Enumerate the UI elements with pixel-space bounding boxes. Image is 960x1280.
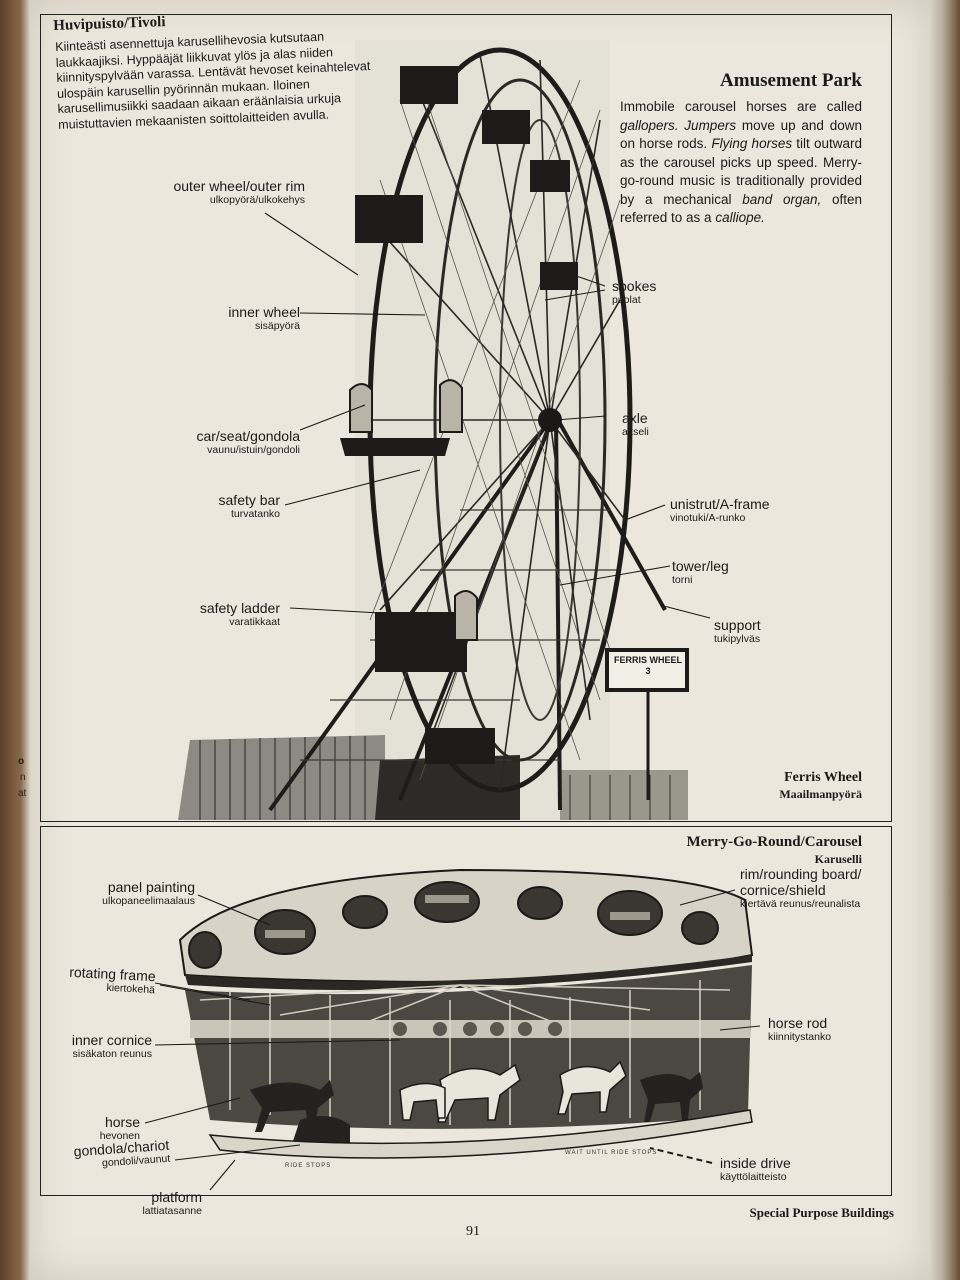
label-fi: varatikkaat [229, 616, 280, 628]
label-en: safety ladder [199, 600, 280, 616]
english-heading: Amusement Park [720, 70, 862, 91]
label-fi: hevonen [99, 1130, 140, 1142]
label-axle: axle akseli [622, 410, 649, 438]
label-horse-rod: horse rod kiinnitystanko [768, 1015, 831, 1043]
ferris-wheel-caption: Ferris Wheel Maailmanpyörä [779, 770, 862, 802]
label-horse: horse hevonen [100, 1114, 140, 1142]
label-car-seat-gondola: car/seat/gondola vaunu/istuin/gondoli [196, 428, 300, 456]
label-rotating-frame: rotating frame kiertokehä [68, 964, 156, 996]
sign-line-1: FERRIS WHEEL [613, 655, 682, 665]
label-safety-ladder: safety ladder varatikkaat [200, 600, 280, 628]
paragraph-text: Immobile carousel horses are called [620, 99, 862, 114]
label-fi: puolat [612, 294, 641, 306]
label-safety-bar: safety bar turvatanko [219, 492, 280, 520]
label-en: inner cornice [71, 1032, 152, 1048]
label-en: horse rod [768, 1015, 828, 1031]
italic-term: band organ, [742, 191, 822, 207]
label-fi: vinotuki/A-runko [670, 512, 746, 524]
label-platform: platform lattiatasanne [142, 1189, 202, 1217]
label-en: rim/rounding board/ cornice/shield [740, 866, 862, 898]
label-fi: tukipylväs [714, 633, 761, 645]
carousel-panel-frame [40, 826, 892, 1196]
left-page-fragment: n [20, 772, 26, 783]
section-title: Special Purpose Buildings [749, 1205, 894, 1220]
label-inside-drive: inside drive käyttölaitteisto [720, 1155, 791, 1183]
label-rim-rounding-board: rim/rounding board/ cornice/shield kiert… [740, 866, 880, 910]
carousel-photo [178, 868, 754, 1159]
italic-term: gallopers. Jumpers [620, 117, 737, 133]
label-fi: akseli [622, 426, 649, 438]
label-fi: torni [672, 574, 693, 586]
paragraph-text: move up and down on horse rods. [620, 117, 862, 152]
left-page-fragment: at [18, 788, 27, 799]
platform-text-right: WAIT UNTIL RIDE STOPS [565, 1150, 658, 1156]
label-tower-leg: tower/leg torni [672, 558, 729, 586]
ferris-wheel-panel-frame [40, 14, 892, 822]
label-fi: ulkopyörä/ulkokehys [209, 194, 305, 206]
label-en: axle [622, 410, 648, 426]
label-fi: lattiatasanne [142, 1205, 202, 1217]
label-fi: kiertävä reunus/reunalista [740, 898, 861, 910]
label-fi: sisäpyörä [255, 320, 300, 332]
label-en: panel painting [107, 879, 195, 895]
label-en: tower/leg [672, 558, 729, 574]
ferris-wheel-sign-text: FERRIS WHEEL 3 [612, 655, 684, 677]
label-spokes: spokes puolat [612, 278, 656, 306]
label-panel-painting: panel painting ulkopaneelimaalaus [102, 879, 195, 907]
label-en: inner wheel [228, 304, 300, 320]
ferris-wheel-photo [178, 40, 689, 820]
label-inner-cornice: inner cornice sisäkaton reunus [72, 1032, 152, 1060]
carousel-caption: Merry-Go-Round/Carousel Karuselli [686, 834, 862, 868]
english-paragraph: Immobile carousel horses are called gall… [620, 98, 862, 228]
label-support: support tukipylväs [714, 617, 761, 645]
caption-en: Ferris Wheel [784, 770, 862, 785]
label-inner-wheel: inner wheel sisäpyörä [228, 304, 300, 332]
sign-line-2: 3 [645, 666, 651, 676]
caption-fi: Karuselli [814, 852, 862, 866]
label-en: horse [104, 1114, 140, 1130]
ferris-wheel-sign [605, 648, 689, 800]
paragraph-text: tilt outward as the carousel picks up sp… [620, 136, 862, 207]
carousel-leader-lines [144, 889, 761, 1191]
label-en: safety bar [218, 492, 280, 508]
label-fi: vaunu/istuin/gondoli [207, 444, 300, 456]
label-fi: turvatanko [230, 508, 280, 520]
label-en: outer wheel/outer rim [173, 178, 305, 194]
label-fi: käyttölaitteisto [720, 1171, 787, 1183]
paragraph-text: often referred to as a [620, 191, 862, 226]
label-en: car/seat/gondola [196, 428, 300, 444]
label-fi: sisäkaton reunus [72, 1048, 152, 1060]
label-en: inside drive [720, 1155, 791, 1171]
caption-en: Merry-Go-Round/Carousel [686, 834, 862, 850]
book-spine-edge [930, 0, 960, 1280]
platform-text-left: RIDE STOPS [285, 1163, 332, 1169]
ferris-leader-lines [264, 212, 711, 619]
label-outer-wheel: outer wheel/outer rim ulkopyörä/ulkokehy… [173, 178, 305, 206]
page-number: 91 [466, 1224, 480, 1239]
label-fi: ulkopaneelimaalaus [102, 895, 195, 907]
italic-term: Flying horses [711, 136, 793, 151]
label-en: platform [151, 1189, 202, 1205]
previous-page-edge: o n at [0, 0, 30, 1280]
finnish-paragraph: Kiinteästi asennettuja karusellihevosia … [55, 29, 371, 132]
italic-term: calliope. [715, 210, 765, 225]
label-fi: kiinnitystanko [768, 1031, 832, 1043]
label-en: unistrut/A-frame [670, 496, 770, 512]
label-unistrut-a-frame: unistrut/A-frame vinotuki/A-runko [670, 496, 770, 524]
label-en: spokes [612, 278, 657, 294]
label-en: support [714, 617, 761, 633]
left-page-fragment: o [18, 756, 25, 767]
caption-fi: Maailmanpyörä [779, 787, 862, 801]
